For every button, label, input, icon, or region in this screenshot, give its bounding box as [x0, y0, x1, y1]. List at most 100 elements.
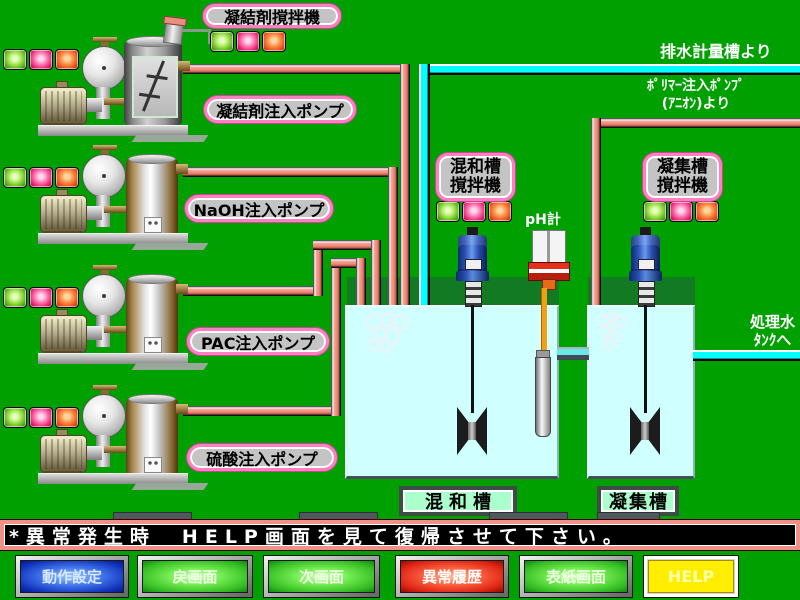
pump-head-icon — [82, 274, 126, 318]
nav-button-back-screen[interactable]: 戻画面 — [137, 555, 253, 598]
pump-motor-icon — [40, 315, 87, 353]
run-lamp-green-icon — [3, 49, 27, 70]
pipe-pac-drop — [371, 240, 381, 308]
stop-lamp-pink-icon — [29, 407, 53, 428]
nav-button-label: 次画面 — [268, 560, 375, 593]
run-lamp-green-icon — [3, 407, 27, 428]
nav-button-label: 動作設定 — [20, 560, 124, 593]
nav-button-operation-settings[interactable]: 動作設定 — [15, 555, 129, 598]
mixer-nameplate-icon — [638, 259, 655, 270]
pump-baseplate-icon — [38, 353, 188, 364]
pipe-pac-top — [313, 240, 381, 250]
pump-baseplate-icon — [38, 233, 188, 244]
chemical-tank-lid-icon — [128, 394, 176, 404]
ph-meter-body-icon — [532, 230, 566, 264]
ph-meter — [528, 228, 572, 290]
fault-lamp-orange-icon — [55, 167, 79, 188]
pump-unit-pac — [38, 265, 209, 371]
nav-button-cover-screen[interactable]: 表紙画面 — [519, 555, 633, 598]
pipe-drain-inlet-drop — [419, 64, 430, 308]
label-text: 凝結剤注入ポンプ — [216, 101, 344, 121]
stop-lamp-pink-icon — [29, 167, 53, 188]
bubbles-icon — [391, 314, 407, 330]
run-lamp-green-icon — [3, 167, 27, 188]
tank-outlet-nozzle-icon — [176, 404, 188, 414]
pump-suction-pipe-icon — [104, 206, 134, 213]
pump-motor-icon — [40, 435, 87, 473]
lamps-coagulation-tank-mixer — [643, 201, 719, 222]
label-naoh-pump: NaOH注入ポンプ — [185, 195, 333, 222]
mixer-shaft-icon — [644, 305, 647, 413]
bubbles-icon — [613, 315, 626, 328]
pipe-pac-horizontal — [183, 286, 323, 296]
baseplate-shadow-icon — [131, 243, 209, 250]
pump-baseplate-icon — [38, 473, 188, 484]
stop-lamp-pink-icon — [669, 201, 693, 222]
mixing-tank-name: 混和槽 — [425, 492, 497, 513]
annotation-line: ﾎﾟﾘﾏｰ注入ﾎﾟﾝﾌﾟ — [647, 78, 745, 94]
impeller-hub-icon — [468, 422, 476, 440]
annotation-line: 処理水 — [749, 313, 795, 331]
label-text: 撹拌機 — [657, 176, 708, 196]
nav-button-help[interactable]: HELP — [643, 555, 739, 598]
label-sulfuric-pump: 硫酸注入ポンプ — [187, 444, 337, 471]
label-text: 混和槽 — [450, 156, 501, 177]
pipe-coagulant-horizontal — [183, 64, 410, 74]
label-text: 硫酸注入ポンプ — [206, 449, 318, 469]
pipe-pac-riser — [313, 240, 323, 296]
pump-shaft-icon — [82, 206, 102, 220]
ph-probe-cable-icon — [541, 288, 547, 352]
pump-flange-icon — [93, 37, 117, 48]
annotation-line: (ｱﾆｵﾝ)より — [661, 95, 731, 112]
tank-tag-icon — [144, 337, 162, 353]
mixer-skirt-icon — [456, 271, 489, 281]
pump-head-icon — [82, 46, 126, 90]
pipe-sulfuric-drop — [356, 258, 366, 308]
stop-lamp-pink-icon — [236, 31, 260, 52]
pipe-naoh-horizontal — [183, 167, 398, 177]
pipe-sulfuric-top — [331, 258, 366, 268]
annotation-line: ﾀﾝｸへ — [753, 331, 792, 349]
label-pac-pump: PAC注入ポンプ — [187, 328, 329, 355]
pipe-naoh-drop — [388, 167, 398, 308]
mixer-nameplate-icon — [465, 259, 482, 270]
stop-lamp-pink-icon — [462, 201, 486, 222]
chemical-tank-lid-icon — [128, 154, 176, 164]
agitator-motor-icon — [162, 21, 185, 46]
pipe-polymer-drop — [591, 118, 601, 308]
pump-baseplate-icon — [38, 125, 188, 136]
label-coagulant-pump: 凝結剤注入ポンプ — [204, 96, 356, 123]
label-text: NaOH注入ポンプ — [193, 200, 325, 220]
mixer-coupling-icon — [465, 281, 482, 307]
label-text: 撹拌機 — [450, 176, 501, 196]
lamps-pac-pump — [3, 287, 79, 308]
mixer-skirt-icon — [629, 271, 662, 281]
lamps-naoh-pump — [3, 167, 79, 188]
bubbles-icon — [608, 330, 621, 343]
baseplate-shadow-icon — [131, 483, 209, 490]
lamps-mixing-tank-mixer — [436, 201, 512, 222]
bubbles-icon — [384, 328, 400, 344]
pump-shaft-icon — [82, 326, 102, 340]
nav-button-alarm-history[interactable]: 異常履歴 — [395, 555, 509, 598]
ph-probe-icon — [535, 357, 551, 437]
pump-unit-sulfuric — [38, 385, 209, 491]
pipe-coagulant-drop — [400, 64, 410, 308]
run-lamp-green-icon — [643, 201, 667, 222]
run-lamp-green-icon — [3, 287, 27, 308]
lamps-sulfuric-pump — [3, 407, 79, 428]
mixer-coupling-icon — [638, 281, 655, 307]
pump-suction-pipe-icon — [104, 98, 134, 105]
nav-button-label: 異常履歴 — [400, 560, 504, 593]
nav-button-next-screen[interactable]: 次画面 — [263, 555, 380, 598]
pump-unit-coagulant — [38, 21, 211, 143]
pump-flange-icon — [93, 385, 117, 396]
pump-unit-naoh — [38, 145, 209, 251]
pipe-sulfuric-horizontal — [183, 406, 341, 416]
fault-lamp-orange-icon — [55, 287, 79, 308]
fault-lamp-orange-icon — [488, 201, 512, 222]
mixer-cap-icon — [640, 227, 651, 235]
tank-tag-icon — [144, 457, 162, 473]
chemical-tank-lid-icon — [128, 274, 176, 284]
